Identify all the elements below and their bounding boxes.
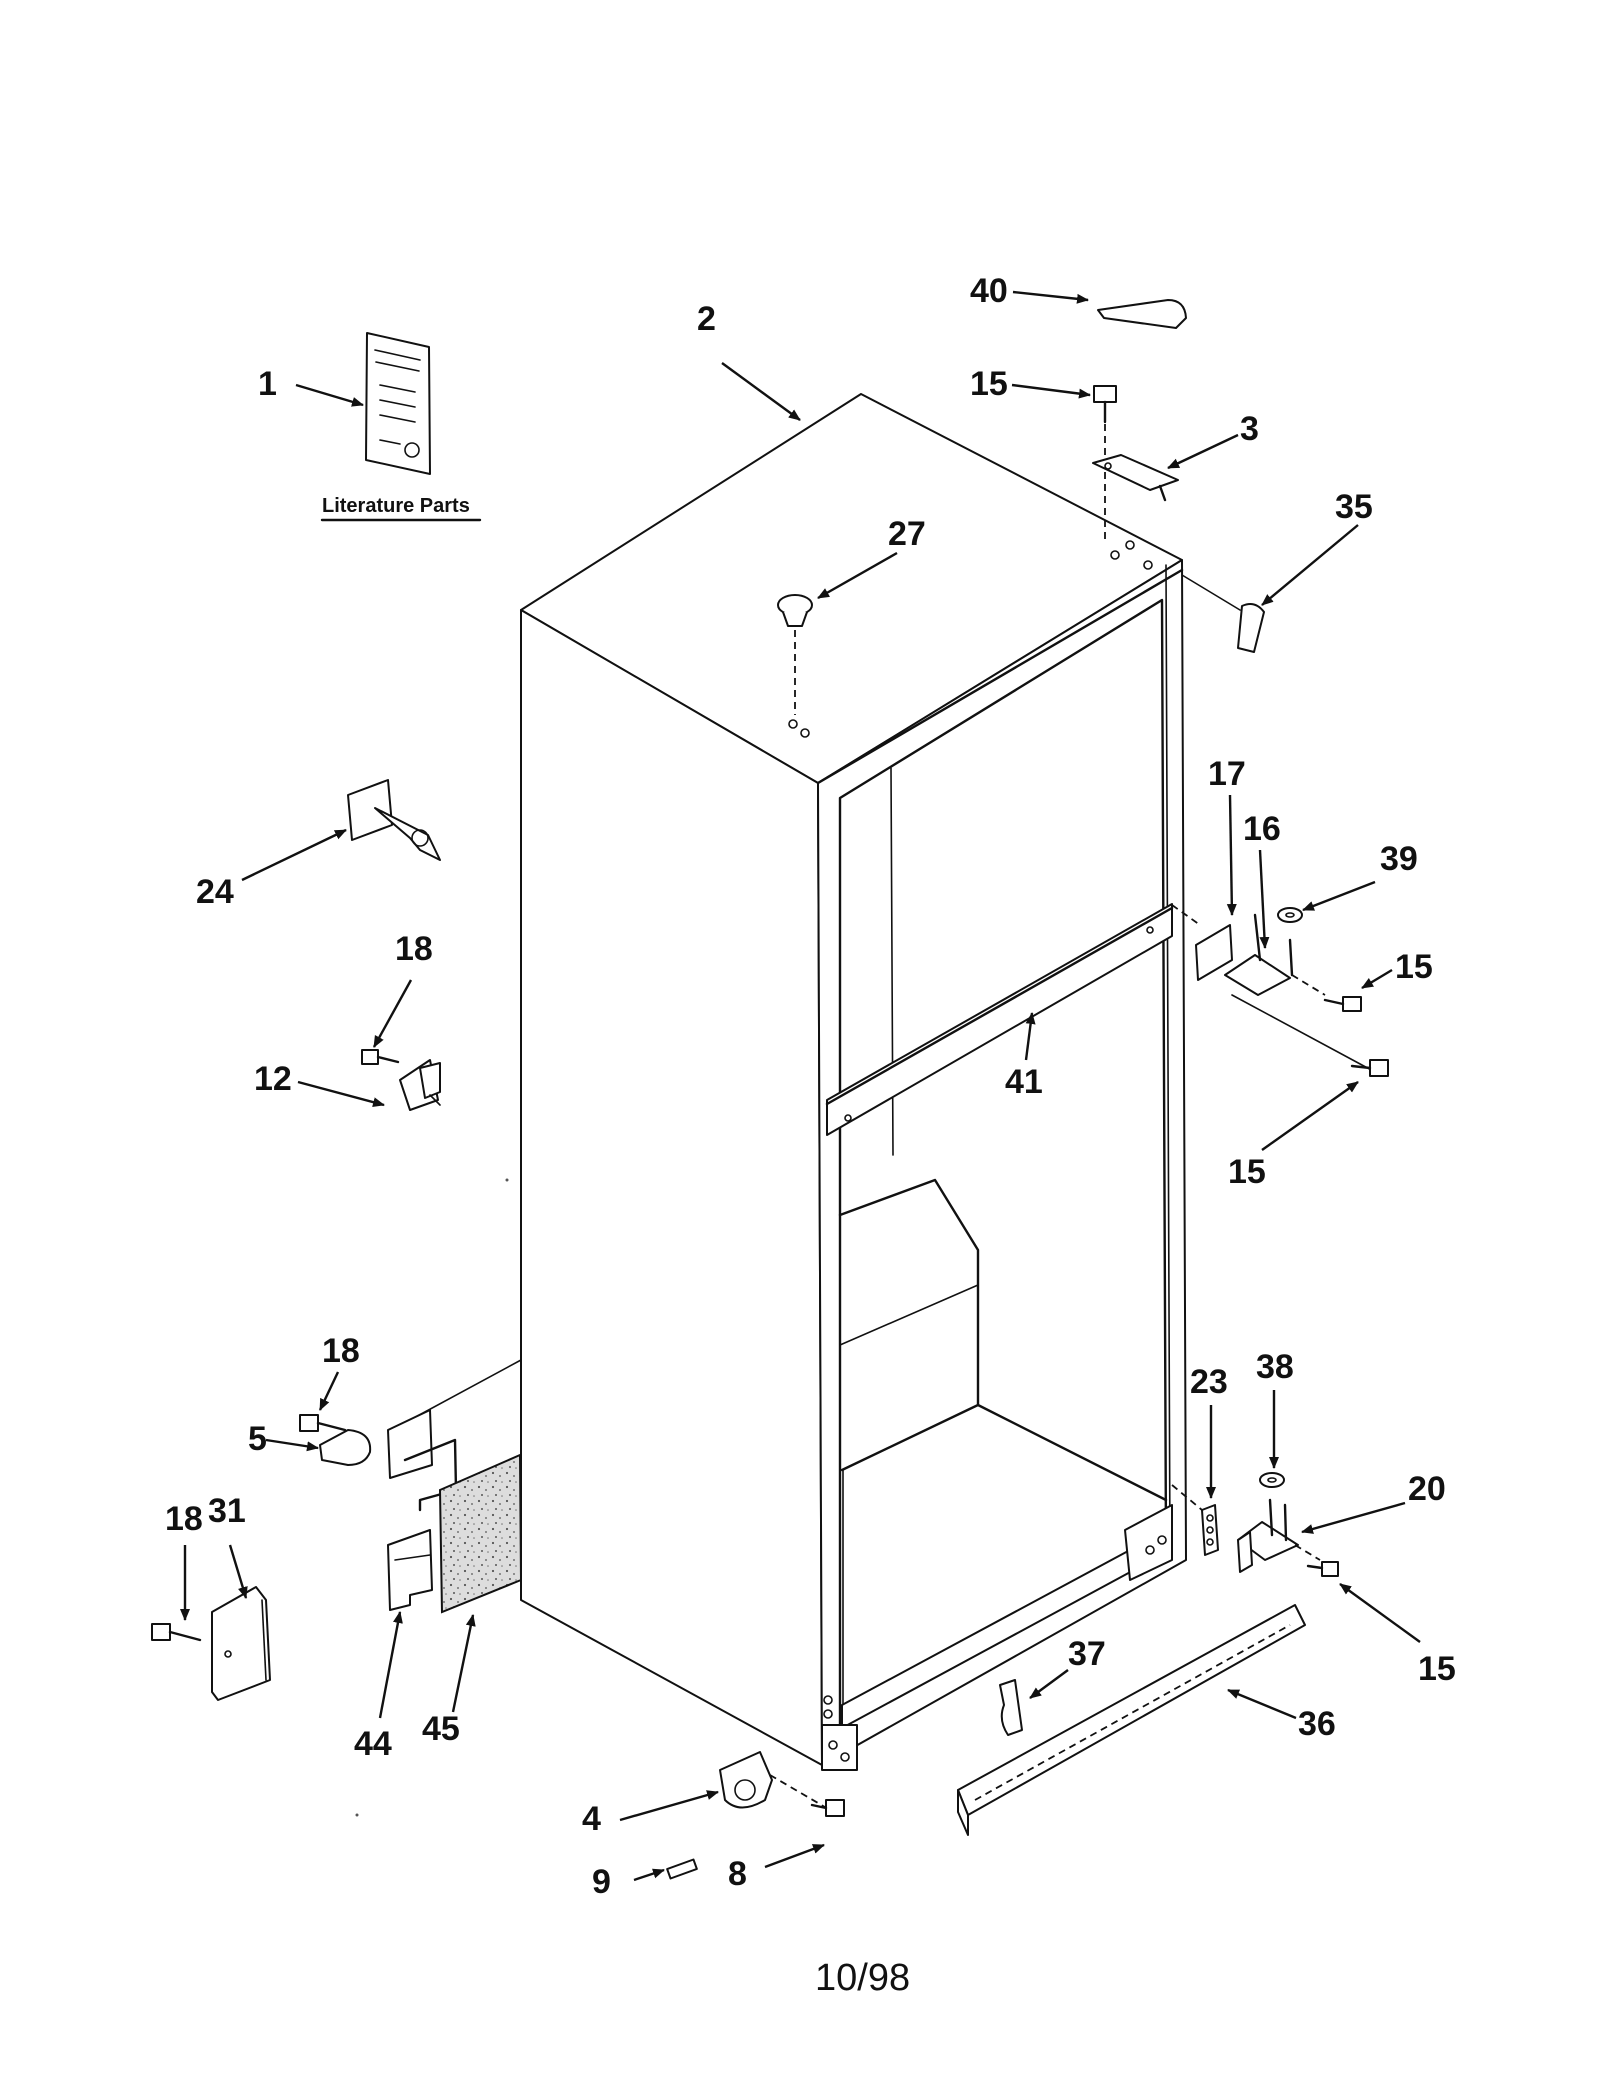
callout-15: 15 — [1395, 948, 1433, 986]
callout-18: 18 — [165, 1500, 203, 1538]
roller-pin-icon — [666, 1858, 698, 1880]
hinge-screw-icon — [1323, 996, 1362, 1012]
callout-18: 18 — [322, 1332, 360, 1370]
callout-12: 12 — [254, 1060, 292, 1098]
callout-15: 15 — [1418, 1650, 1456, 1688]
top-hinge-cover-icon — [1097, 299, 1187, 329]
hinge-screw-icon — [1306, 1561, 1339, 1577]
callout-41: 41 — [1005, 1063, 1043, 1101]
hinge-washer-icon — [1259, 1472, 1285, 1488]
callout-4: 4 — [582, 1800, 601, 1838]
roller-screw-icon — [810, 1799, 845, 1817]
callout-9: 9 — [592, 1863, 611, 1901]
callout-15: 15 — [970, 365, 1008, 403]
callout-36: 36 — [1298, 1705, 1336, 1743]
callout-18: 18 — [395, 930, 433, 968]
callout-40: 40 — [970, 272, 1008, 310]
callout-39: 39 — [1380, 840, 1418, 878]
hinge-screw-icon — [1093, 385, 1117, 540]
cabinet — [409, 393, 1187, 1771]
callout-23: 23 — [1190, 1363, 1228, 1401]
callout-5: 5 — [248, 1420, 267, 1458]
callout-44: 44 — [354, 1725, 392, 1763]
leveling-roller-icon — [719, 1751, 831, 1811]
hinge-pin-cap-icon — [1181, 574, 1265, 653]
literature-booklet-icon — [365, 332, 431, 475]
leader-lines — [180, 290, 1421, 1882]
latch-bracket-icon — [399, 1059, 441, 1111]
plug-button-icon — [777, 594, 813, 715]
callout-17: 17 — [1208, 755, 1246, 793]
callout-20: 20 — [1408, 1470, 1446, 1508]
compressor-bracket-icon — [387, 1409, 458, 1611]
hinge-washer-icon — [1277, 907, 1303, 923]
cover-screw-icon — [151, 1623, 202, 1642]
callout-35: 35 — [1335, 488, 1373, 526]
bottom-hinge-icon — [1171, 1484, 1321, 1573]
callout-labels: 1 2 40 15 3 35 27 24 18 12 17 16 39 15 4… — [165, 272, 1456, 1901]
access-cover-icon — [211, 1586, 271, 1701]
literature-parts-caption: Literature Parts — [322, 495, 470, 517]
insulation-pad-icon — [438, 1453, 523, 1614]
toe-grille-icon — [957, 1604, 1306, 1836]
revision-date: 10/98 — [815, 1957, 910, 1999]
center-hinge-icon — [1171, 904, 1376, 1073]
callout-1: 1 — [258, 365, 277, 403]
top-hinge-icon — [1092, 454, 1179, 502]
callout-45: 45 — [422, 1710, 460, 1748]
callout-2: 2 — [697, 300, 716, 338]
callout-8: 8 — [728, 1855, 747, 1893]
callout-31: 31 — [208, 1492, 246, 1530]
callout-16: 16 — [1243, 810, 1281, 848]
callout-3: 3 — [1240, 410, 1259, 448]
callout-15: 15 — [1228, 1153, 1266, 1191]
callout-37: 37 — [1068, 1635, 1106, 1673]
grille-clip-icon — [999, 1679, 1023, 1736]
callout-24: 24 — [196, 873, 234, 911]
callout-38: 38 — [1256, 1348, 1294, 1386]
callout-27: 27 — [888, 515, 926, 553]
latch-screw-icon — [361, 1049, 400, 1065]
hinge-screw-icon — [1350, 1059, 1389, 1077]
shelf-support-icon — [347, 779, 441, 861]
clamp-screw-icon — [299, 1414, 347, 1432]
cord-clamp-icon — [319, 1429, 372, 1466]
